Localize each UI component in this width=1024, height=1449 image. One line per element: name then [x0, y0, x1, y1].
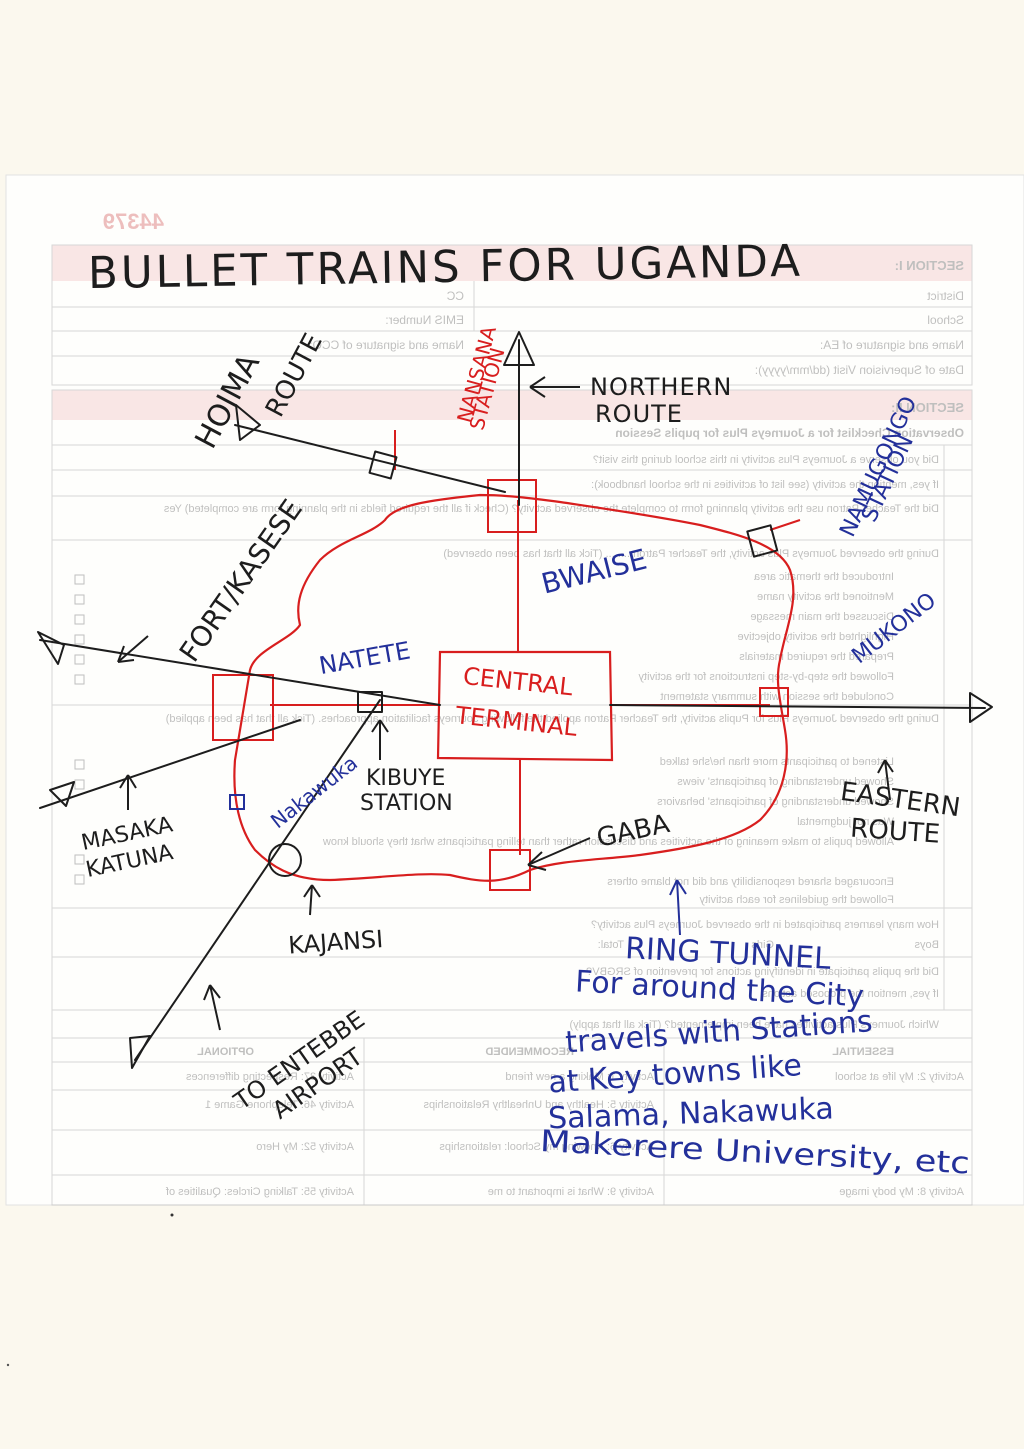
form-cco: Name and signature of CCO: [309, 338, 464, 352]
eastern-arrowhead [969, 692, 993, 723]
form-act5: Activity 5: Healthy and Unhealthy Relati… [423, 1099, 654, 1111]
kibuye-station-marker [357, 691, 383, 713]
form-p1: Listened to participants more than he/sh… [660, 756, 894, 768]
label-northern-route-1: NORTHERN [590, 373, 732, 401]
form-q6: How many learners participated in the ob… [591, 919, 939, 931]
form-act6: Activity 6: Knowing my School: relations… [439, 1141, 654, 1153]
form-q3: Did the Teacher Patron use the activity … [163, 503, 939, 515]
form-q7b: If yes, mention the proposed actions [762, 988, 939, 1000]
label-northern-route-2: ROUTE [595, 400, 683, 428]
form-b: Mentioned the activity name [757, 591, 894, 603]
form-act37: Activity 37: Respecting differences [186, 1071, 354, 1083]
label-kibuye: KIBUYE [366, 766, 445, 791]
hoima-arrowhead [235, 404, 261, 441]
form-d: Highlighted the activity objective [737, 631, 894, 643]
kasese-arrowhead [37, 631, 65, 665]
masaka-arrowhead [49, 781, 75, 807]
form-p2: Showed understanding of participants' vi… [677, 776, 894, 788]
form-p6: Encouraged shared responsibility and did… [607, 876, 894, 888]
kibuye-pointer-arrow [371, 719, 389, 760]
form-section2: SECTION II: [891, 400, 964, 415]
form-act2: Activity 2: My life at school [835, 1071, 964, 1083]
form-p3: Showed understanding of participants' be… [657, 796, 894, 808]
form-serial: 44379 [103, 209, 164, 234]
entebbe-arrowhead [129, 1035, 151, 1069]
form-cc: CC [446, 289, 464, 303]
ink-speck [6, 1363, 10, 1367]
masaka-pointer-arrow [119, 774, 137, 810]
form-boys: Boys [914, 939, 939, 951]
form-section1: SECTION I: [895, 258, 964, 273]
ring-tunnel-pointer [669, 879, 687, 936]
form-q5: During the observed Journeys Plus for Pu… [166, 713, 939, 725]
form-p7: Followed the guidelines for each activit… [699, 894, 894, 906]
gaba-pointer-arrow [527, 837, 591, 871]
label-kibuye-station: STATION [360, 791, 453, 816]
namugongo-station-marker [746, 524, 779, 558]
gaba-station-box [489, 849, 531, 891]
form-q8: Which Journeys Plus activities have been… [570, 1019, 939, 1031]
form-act55: Activity 55: Talking Circles: Qualities … [165, 1186, 354, 1198]
bwaise-station-box [487, 479, 537, 533]
nansana-station-marker [368, 450, 398, 480]
kajansi-pointer-arrow [303, 884, 321, 916]
central-terminal-box [436, 650, 614, 762]
form-c: Discussed the main message [750, 611, 894, 623]
form-essential: ESSENTIAL [832, 1046, 894, 1058]
northern-pointer-arrow [529, 376, 580, 398]
kajansi-station-marker [268, 843, 302, 877]
fort-pointer-arrow [117, 635, 149, 663]
form-e: Prepared the required materials [739, 651, 894, 663]
ink-speck [170, 1213, 174, 1217]
mukono-station-box [759, 687, 789, 717]
form-q2: If yes, mention the activity (see list o… [591, 479, 939, 491]
form-act1: Activity 1: Making a new friend [505, 1071, 654, 1083]
diagram-title: BULLET TRAINS FOR UGANDA [88, 236, 804, 299]
form-a: Introduced the thematic area [753, 571, 894, 583]
form-checklist: Observation Checklist for a Journeys Plu… [615, 426, 964, 440]
eastern-pointer-arrow [877, 759, 894, 801]
nakawuka-station-marker [229, 794, 245, 810]
form-act8: Activity 8: My body image [839, 1186, 964, 1198]
route-arrowheads [37, 331, 993, 1069]
routes-black-ink [39, 339, 986, 1061]
form-total: Total: [598, 939, 624, 951]
form-date: Date of Supervision Visit (dd/mm/yyyy): [755, 363, 964, 377]
printed-form: 44379 SECTION I: District CC School EMIS… [51, 209, 973, 1206]
form-act46: Activity 46: Telephone Game 1 [205, 1099, 354, 1111]
ring-tunnel-loop [233, 493, 795, 882]
form-act52: Activity 52: My Hero [256, 1141, 354, 1153]
form-recommended: RECOMMENDED [485, 1046, 574, 1058]
form-ea: Name and signature of EA: [820, 338, 964, 352]
form-girls: Girls [751, 939, 774, 951]
form-page [5, 174, 1024, 1206]
form-q4: During the observed Journeys Plus activi… [443, 548, 939, 560]
form-act9: Activity 9: What is important to me [488, 1186, 654, 1198]
form-f: Followed the step-by-step instructions f… [638, 671, 894, 683]
form-school: School [927, 313, 964, 327]
northern-arrowhead [503, 331, 535, 366]
form-district: District [927, 289, 964, 303]
label-kajansi: KAJANSI [287, 925, 384, 960]
form-p4: Was not judgmental [797, 816, 894, 828]
form-g: Concluded the session with summary state… [660, 691, 894, 703]
entebbe-pointer-arrow [203, 984, 221, 1031]
form-q1: Did you observe a Journeys Plus activity… [593, 454, 939, 466]
form-emis: EMIS Number: [385, 313, 464, 327]
form-optional: OPTIONAL [197, 1046, 254, 1058]
form-p5: Allowed pupils to make meaning of the ac… [323, 836, 894, 848]
form-q7: Did the pupils participate in identifyin… [586, 966, 939, 978]
label-eastern-route: ROUTE [849, 814, 941, 850]
